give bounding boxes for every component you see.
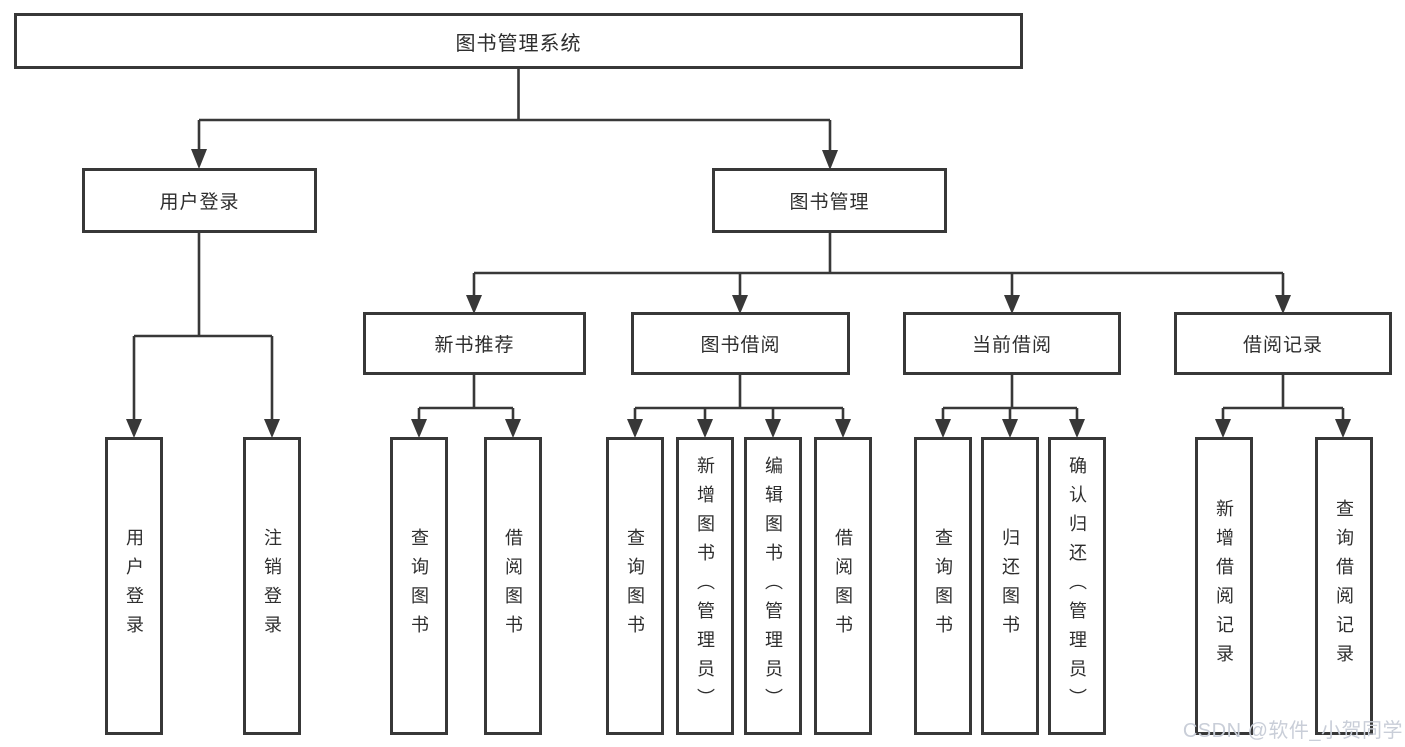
edge-root-to-level2 [191, 68, 838, 170]
node-label: 编辑图书（管理员） [763, 455, 783, 717]
node-label: 查询图书 [933, 528, 953, 644]
node-label: 归还图书 [1000, 528, 1020, 644]
edge-book-mgmt-to-level3 [466, 232, 1291, 314]
node-label: 图书借阅 [700, 335, 781, 356]
node-leaf-borrow-books-1: 借阅图书 [484, 437, 542, 735]
node-leaf-add-borrow-record: 新增借阅记录 [1195, 437, 1253, 735]
edge-new-books-to-leaves [411, 375, 521, 438]
node-leaf-add-books: 新增图书（管理员） [676, 437, 734, 735]
node-leaf-edit-books: 编辑图书（管理员） [744, 437, 802, 735]
node-leaf-query-books-2: 查询图书 [606, 437, 664, 735]
node-label: 借阅图书 [833, 528, 853, 644]
edge-book-borrow-to-leaves [627, 375, 851, 438]
csdn-watermark: CSDN @软件_小贺同学 [1182, 720, 1403, 742]
node-label: 图书管理 [789, 192, 870, 213]
node-label: 注销登录 [262, 528, 282, 644]
node-leaf-logout: 注销登录 [243, 437, 301, 735]
node-borrow-records: 借阅记录 [1174, 312, 1392, 375]
node-label: 新增图书（管理员） [695, 455, 715, 717]
node-label: 查询借阅记录 [1334, 499, 1354, 673]
node-current-borrow: 当前借阅 [903, 312, 1121, 375]
node-label: 新书推荐 [434, 335, 515, 356]
node-book-borrow: 图书借阅 [631, 312, 850, 375]
edge-borrow-records-to-leaves [1215, 375, 1351, 438]
node-label: 查询图书 [625, 528, 645, 644]
node-leaf-borrow-books-2: 借阅图书 [814, 437, 872, 735]
node-user-login: 用户登录 [82, 168, 317, 233]
node-label: 用户登录 [124, 528, 144, 644]
node-label: 图书管理系统 [455, 32, 582, 55]
node-leaf-query-borrow-record: 查询借阅记录 [1315, 437, 1373, 735]
edge-current-borrow-to-leaves [935, 375, 1085, 438]
node-label: 用户登录 [159, 192, 240, 213]
node-label: 确认归还（管理员） [1067, 455, 1087, 717]
edge-user-login-to-leaves [126, 232, 280, 438]
node-label: 借阅记录 [1242, 335, 1323, 356]
node-leaf-user-login: 用户登录 [105, 437, 163, 735]
node-root: 图书管理系统 [14, 13, 1023, 69]
node-leaf-confirm-return: 确认归还（管理员） [1048, 437, 1106, 735]
node-leaf-return-books: 归还图书 [981, 437, 1039, 735]
node-label: 查询图书 [409, 528, 429, 644]
node-label: 新增借阅记录 [1214, 499, 1234, 673]
node-leaf-query-books-1: 查询图书 [390, 437, 448, 735]
node-new-books: 新书推荐 [363, 312, 586, 375]
node-label: 借阅图书 [503, 528, 523, 644]
node-leaf-query-books-3: 查询图书 [914, 437, 972, 735]
node-book-mgmt: 图书管理 [712, 168, 947, 233]
node-label: 当前借阅 [971, 335, 1052, 356]
